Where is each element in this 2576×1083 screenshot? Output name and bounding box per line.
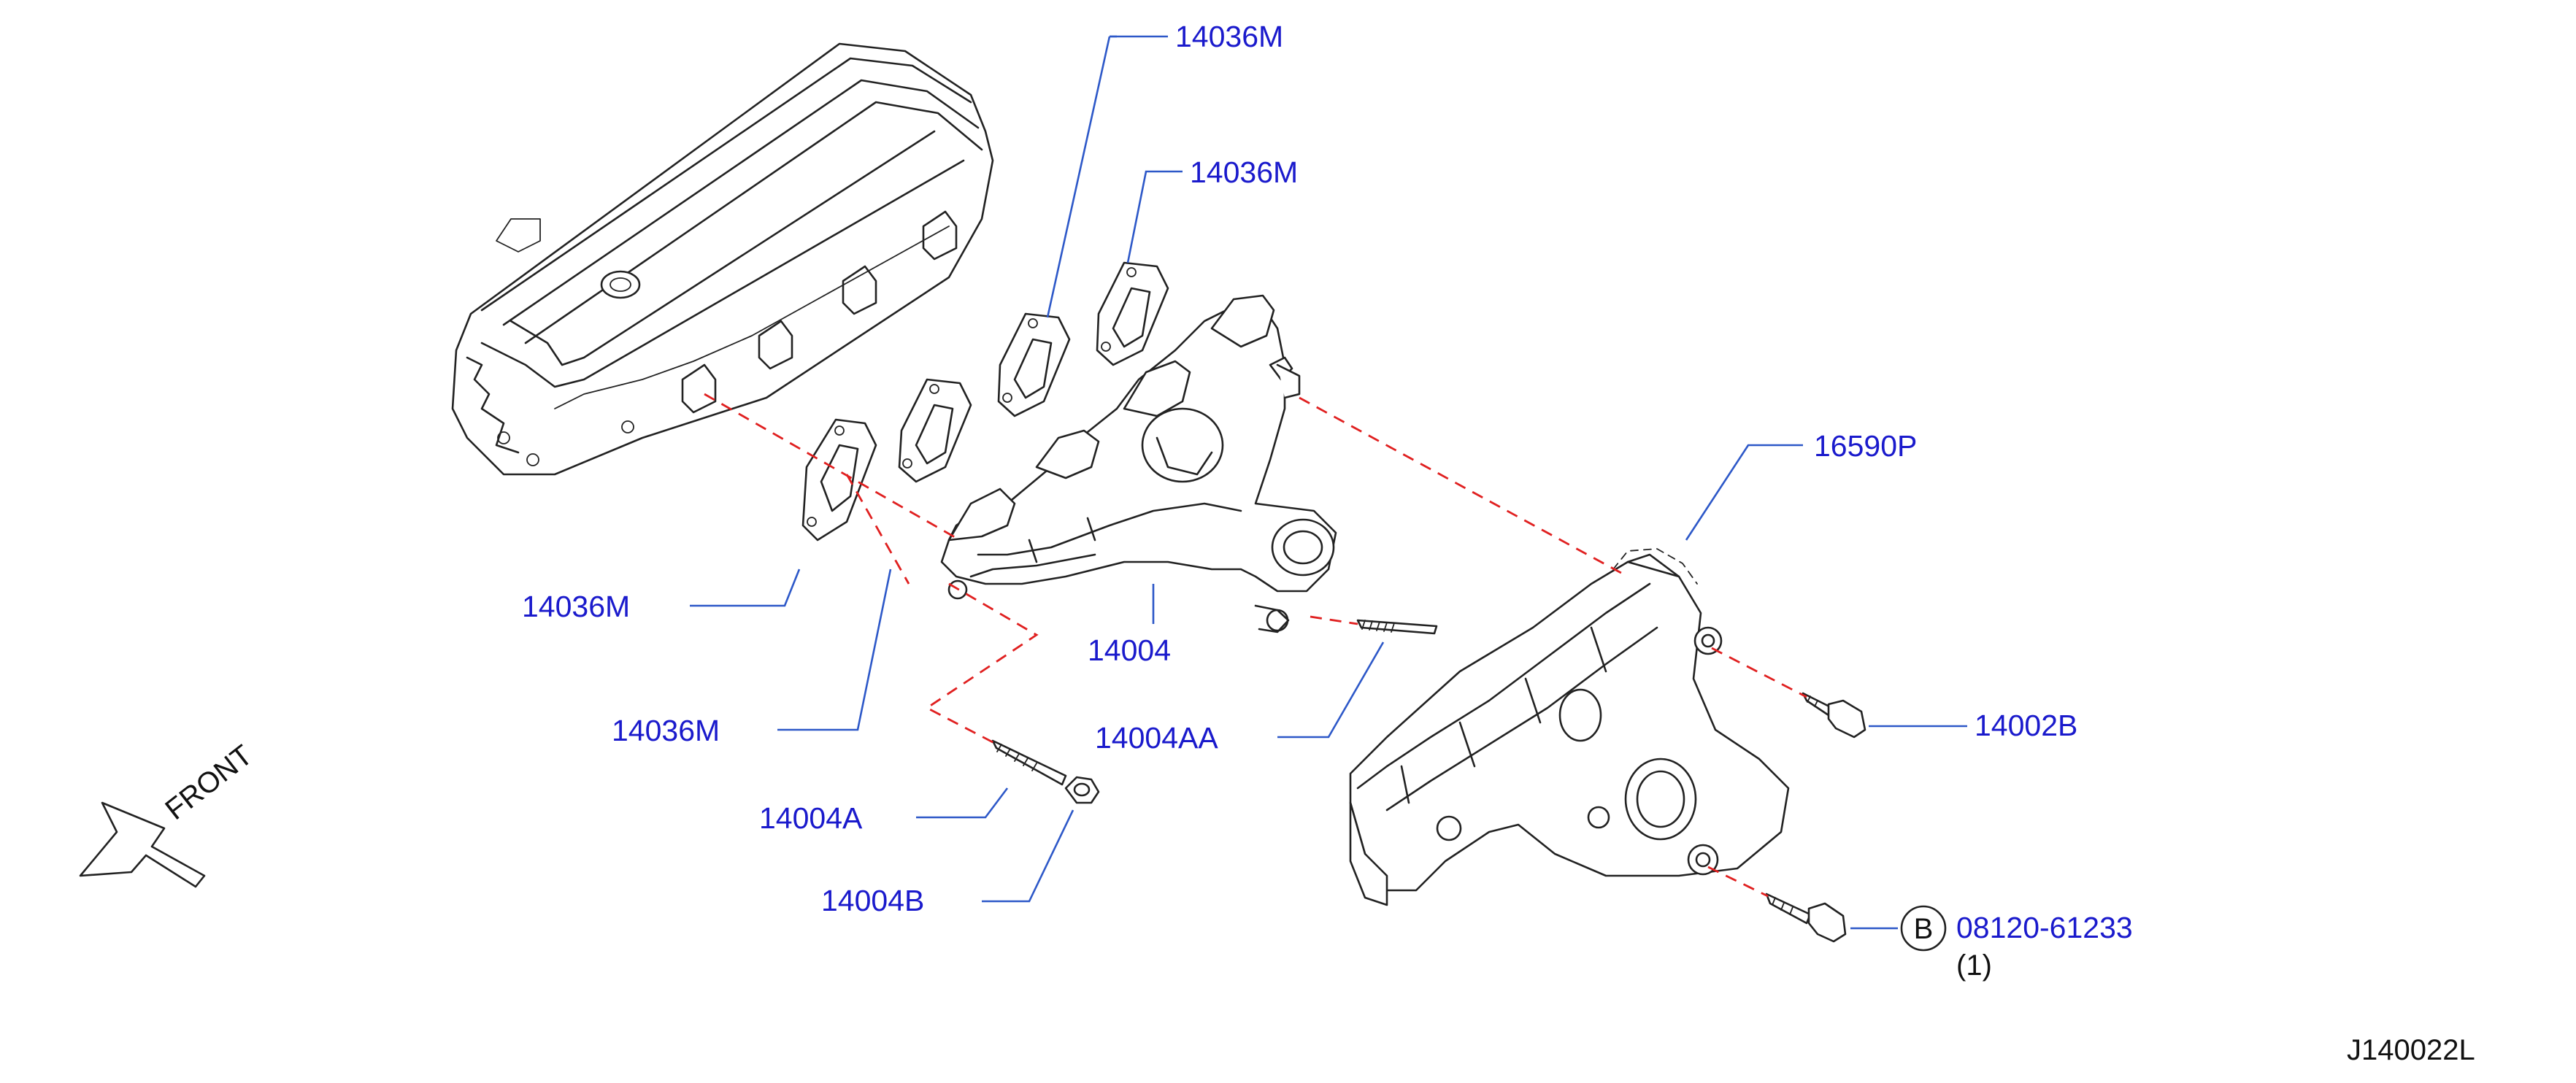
alignment-lines [704, 393, 1807, 898]
callout-gasket-top-2[interactable]: 14036M [1190, 155, 1298, 189]
circle-b-letter: B [1914, 913, 1934, 945]
circle-b-icon [1900, 905, 1947, 952]
heat-insulator-drawing [1349, 548, 1790, 906]
bolt-b-quantity: (1) [1956, 949, 1992, 982]
callout-gasket-left-1[interactable]: 14036M [522, 590, 630, 623]
callout-gasket-left-2[interactable]: 14036M [612, 714, 720, 747]
leader-lines [690, 35, 1967, 930]
front-arrow-icon [79, 801, 206, 888]
callout-bolt-b[interactable]: B 08120-61233 (1) [1900, 905, 2133, 982]
front-label: FRONT [159, 739, 258, 826]
diagram-id: J140022L [2347, 1034, 2475, 1066]
bolt-b-part-number: 08120-61233 [1956, 911, 2133, 944]
bolt-08120-61233-drawing [1765, 893, 1847, 943]
gasket-1 [801, 418, 877, 542]
callout-insulator-bolt[interactable]: 14002B [1975, 709, 2077, 742]
bolt-14002b-drawing [1802, 692, 1866, 739]
callout-stud-a[interactable]: 14004A [759, 801, 863, 835]
callout-stud-aa[interactable]: 14004AA [1095, 721, 1218, 755]
gasket-3 [997, 312, 1071, 417]
cylinder-head-drawing [451, 42, 994, 476]
exhaust-manifold-drawing [940, 294, 1337, 633]
nut-14004b-drawing [1064, 776, 1100, 804]
gasket-2 [898, 378, 972, 483]
callout-heat-insulator[interactable]: 16590P [1814, 429, 1917, 463]
stud-14004a-drawing [991, 739, 1067, 786]
gasket-4 [1096, 261, 1169, 366]
stud-14004aa-drawing [1356, 619, 1438, 635]
callout-nut-b[interactable]: 14004B [821, 884, 924, 917]
callout-gasket-top-1[interactable]: 14036M [1175, 20, 1283, 53]
callout-exhaust-manifold[interactable]: 14004 [1088, 633, 1171, 667]
